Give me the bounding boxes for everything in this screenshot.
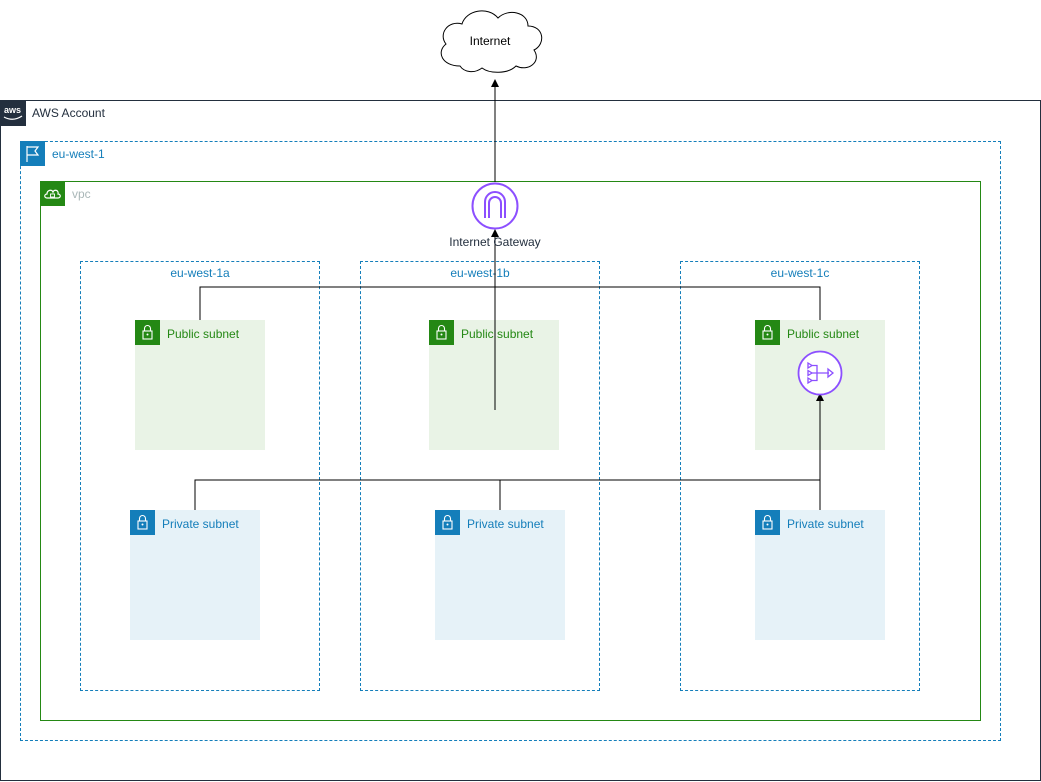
vpc-label: vpc [72,187,91,201]
internet-gateway-icon [471,182,519,230]
public-subnets-to-igw-line [199,286,821,320]
lock-icon [135,320,160,345]
nat-gateway-icon [797,350,843,396]
aws-logo-icon: aws [0,100,26,126]
vpc-group [40,181,981,721]
public-subnet-label: Public subnet [461,327,534,341]
lock-icon [130,510,155,535]
lock-icon [435,510,460,535]
private-subnet-label: Private subnet [787,517,864,531]
private-subnet-label: Private subnet [162,517,239,531]
internet-cloud-icon [440,10,543,73]
az-label-a: eu-west-1a [170,266,230,280]
private-subnets-to-nat-line [194,479,821,510]
availability-zone-a [80,261,320,691]
lock-icon [429,320,454,345]
public-subnet-label: Public subnet [787,327,860,341]
internet-label: Internet [469,34,511,48]
availability-zone-b [360,261,600,691]
availability-zone-c [680,261,920,691]
region-label: eu-west-1 [52,147,105,161]
public-subnet-a: Public subnet [135,320,265,450]
public-subnet-label: Public subnet [167,327,240,341]
private-subnet-label: Private subnet [467,517,544,531]
svg-text:aws: aws [4,105,21,115]
lock-icon [755,320,780,345]
lock-icon [755,510,780,535]
region-group [20,141,1001,741]
public-subnet-b: Public subnet [429,320,559,450]
vpc-cloud-icon [40,181,65,206]
az-label-c: eu-west-1c [770,266,830,280]
internet-gateway-label: Internet Gateway [449,235,541,249]
private-subnet-b: Private subnet [435,510,565,640]
private-subnet-c: Private subnet [755,510,885,640]
region-flag-icon [20,141,45,166]
aws-account-label: AWS Account [32,106,105,120]
private-subnet-a: Private subnet [130,510,260,640]
